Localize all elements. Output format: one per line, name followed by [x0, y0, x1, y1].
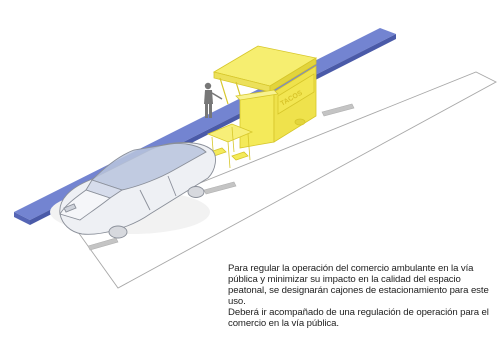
car-wheel	[187, 186, 205, 198]
table-top	[206, 123, 254, 143]
parking-stop	[203, 181, 237, 195]
parking-space-outline	[77, 71, 497, 289]
car-cabin	[91, 143, 207, 191]
cart-body-front	[239, 91, 275, 149]
parking-stop	[87, 237, 119, 251]
cart-roof-side	[269, 57, 317, 93]
cart-counter	[235, 89, 279, 101]
parking-stop	[321, 103, 355, 117]
caption: Para regular la operación del comercio a…	[228, 263, 490, 329]
car	[50, 142, 216, 239]
car-wheel	[108, 225, 128, 239]
person-figure	[204, 82, 223, 118]
street-strip-front	[14, 212, 30, 225]
table	[206, 123, 254, 169]
caption-paragraph: Para regular la operación del comercio a…	[228, 263, 489, 307]
parking-stops	[87, 103, 355, 251]
cart-sign-panel	[277, 73, 315, 115]
food-cart: TACOS	[212, 45, 318, 149]
caption-paragraph: Deberá ir acompañado de una regulación d…	[228, 306, 489, 329]
